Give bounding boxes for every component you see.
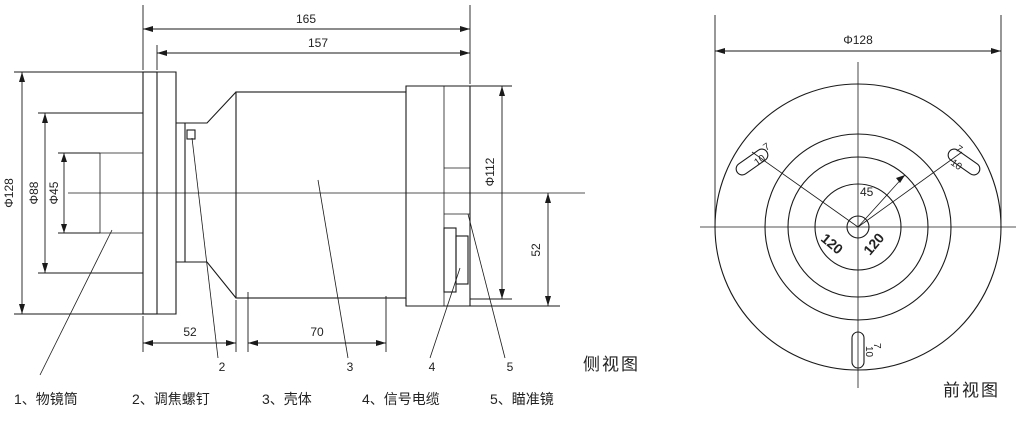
arrow bbox=[991, 48, 1001, 54]
arrow bbox=[248, 340, 258, 346]
focus-screw bbox=[186, 129, 196, 140]
arrow bbox=[42, 113, 48, 123]
cable-gland bbox=[443, 227, 457, 293]
legend-item-2: 2、调焦螺钉 bbox=[132, 391, 210, 407]
arrow bbox=[61, 153, 67, 162]
front-view: 45 7 10 7 10 7 10 120 120 Φ128 前视图 bbox=[700, 15, 1016, 400]
arrow bbox=[545, 193, 551, 203]
arrow bbox=[19, 304, 25, 314]
dim-165-label: 165 bbox=[296, 12, 316, 26]
dim-112-label: Φ112 bbox=[483, 157, 497, 186]
dim-128-label: Φ128 bbox=[2, 178, 16, 208]
leader-2 bbox=[191, 137, 219, 359]
slot-10-left: 10 bbox=[752, 153, 768, 169]
slot-bottom bbox=[851, 331, 865, 369]
legend-item-5: 5、瞄准镜 bbox=[490, 391, 554, 407]
legend-item-3: 3、壳体 bbox=[262, 391, 312, 407]
housing bbox=[235, 91, 407, 299]
side-view-title: 侧视图 bbox=[583, 355, 640, 374]
dim-52-v-label: 52 bbox=[529, 243, 543, 257]
dim-45-label: Φ45 bbox=[47, 181, 61, 204]
legend-item-1: 1、物镜筒 bbox=[14, 391, 78, 407]
arrow bbox=[376, 340, 386, 346]
arrow bbox=[157, 50, 167, 56]
legend-item-4: 4、信号电缆 bbox=[362, 391, 440, 407]
slot-10-bottom: 10 bbox=[863, 346, 874, 358]
slot-right bbox=[947, 148, 981, 176]
dim-70-label: 70 bbox=[310, 325, 324, 339]
leader-3 bbox=[317, 179, 349, 359]
arrow bbox=[226, 340, 236, 346]
taper-top bbox=[185, 91, 237, 124]
front-view-title: 前视图 bbox=[943, 381, 1000, 400]
rear-cap bbox=[405, 85, 471, 307]
leader-5 bbox=[467, 213, 506, 359]
arrow bbox=[143, 340, 153, 346]
arrow bbox=[715, 48, 725, 54]
arrow bbox=[499, 86, 505, 96]
angle-120-left: 120 bbox=[818, 230, 846, 257]
arrow bbox=[545, 296, 551, 306]
arrow bbox=[460, 26, 470, 32]
callout-3: 3 bbox=[347, 360, 354, 374]
angle-120-right: 120 bbox=[860, 230, 887, 258]
radius-45-line bbox=[857, 174, 906, 228]
arrow bbox=[61, 224, 67, 233]
leader-1 bbox=[39, 229, 113, 376]
slot-7-left: 7 bbox=[761, 141, 772, 153]
slot-left bbox=[735, 148, 769, 176]
dim-88-label: Φ88 bbox=[27, 181, 41, 204]
callout-2: 2 bbox=[219, 360, 226, 374]
front-dim-128-label: Φ128 bbox=[843, 33, 873, 47]
radius-45-label: 45 bbox=[860, 185, 874, 199]
slot-7-bottom: 7 bbox=[871, 343, 882, 349]
slot-7-right: 7 bbox=[953, 143, 964, 155]
callout-4: 4 bbox=[429, 360, 436, 374]
arrow bbox=[19, 72, 25, 82]
cable-gland-nut bbox=[455, 235, 469, 285]
arrow bbox=[42, 263, 48, 273]
callout-5: 5 bbox=[507, 360, 514, 374]
dim-52-h-label: 52 bbox=[183, 325, 197, 339]
side-view: 165 157 Φ128 Φ88 Φ45 Φ112 bbox=[2, 5, 640, 376]
arrow bbox=[896, 175, 905, 183]
leader-4 bbox=[429, 267, 461, 359]
dim-157-label: 157 bbox=[308, 36, 328, 50]
radial-left bbox=[751, 151, 859, 228]
arrow bbox=[499, 289, 505, 299]
arrow bbox=[460, 50, 470, 56]
radial-right bbox=[857, 151, 963, 228]
arrow bbox=[143, 26, 153, 32]
legend: 1、物镜筒 2、调焦螺钉 3、壳体 4、信号电缆 5、瞄准镜 bbox=[14, 391, 554, 407]
neck bbox=[176, 122, 186, 263]
